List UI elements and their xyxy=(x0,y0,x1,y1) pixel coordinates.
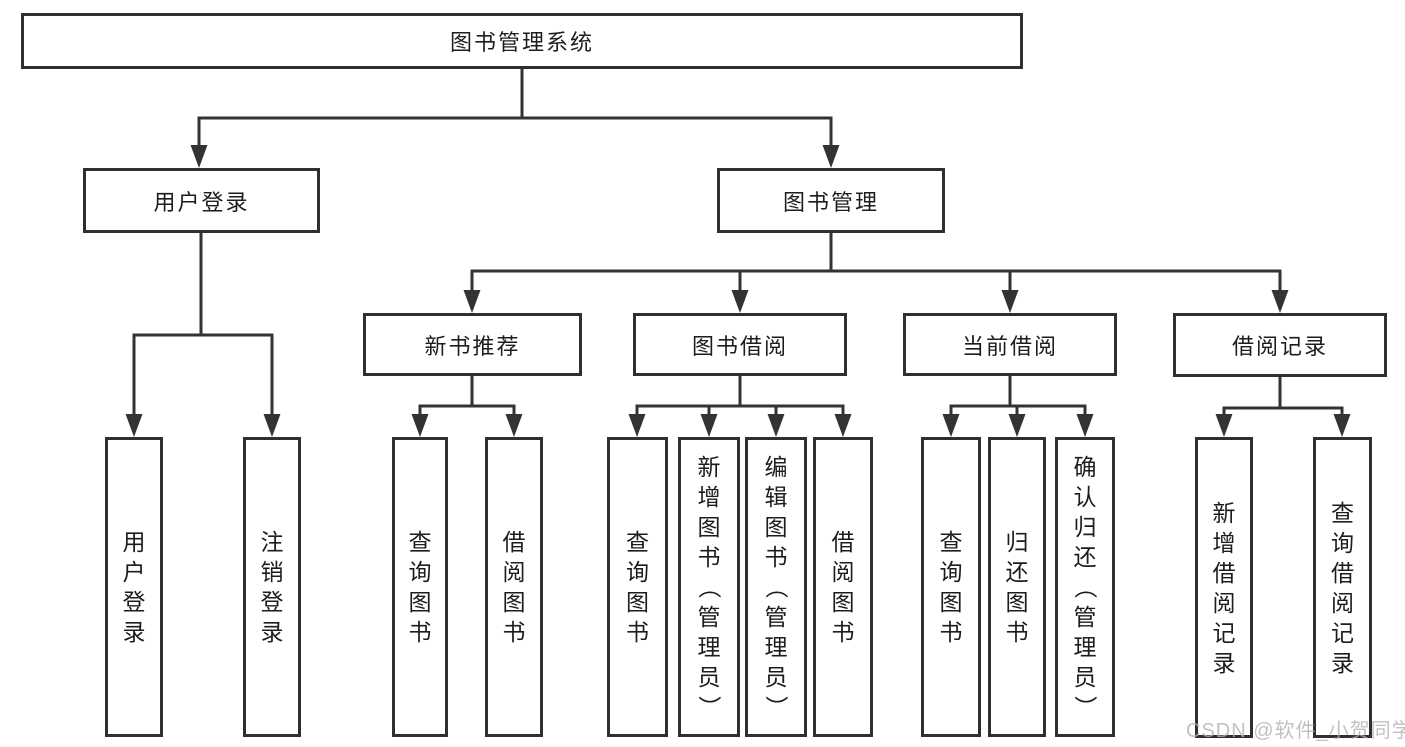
node-label: 图书管理 xyxy=(782,189,879,215)
arrowhead-icon xyxy=(463,290,481,313)
arrowhead-icon xyxy=(125,414,143,437)
node-label: 新增图书（管理员） xyxy=(696,454,722,719)
node-leaf-query-books-b: 查询图书 xyxy=(607,437,668,737)
node-leaf-add-borrow-record: 新增借阅记录 xyxy=(1195,437,1253,738)
node-leaf-add-book-admin: 新增图书（管理员） xyxy=(678,437,740,737)
node-leaf-confirm-return-admin: 确认归还（管理员） xyxy=(1055,437,1115,737)
connector-book-management-to-level3 xyxy=(463,233,1289,313)
node-current-borrowing: 当前借阅 xyxy=(903,313,1117,376)
node-label: 图书借阅 xyxy=(691,333,788,359)
node-user-login: 用户登录 xyxy=(83,168,320,233)
node-leaf-logout: 注销登录 xyxy=(243,437,301,737)
arrowhead-icon xyxy=(731,290,749,313)
node-new-book-recommend: 新书推荐 xyxy=(363,313,582,376)
node-label: 借阅记录 xyxy=(1231,334,1328,359)
connector-book-borrowing-to-leaves xyxy=(628,376,852,437)
node-book-borrowing: 图书借阅 xyxy=(633,313,847,376)
arrowhead-icon xyxy=(1333,414,1351,437)
arrowhead-icon xyxy=(942,414,960,437)
node-label: 编辑图书（管理员） xyxy=(763,454,789,719)
connector-new-book-rec-to-leaves xyxy=(411,376,523,437)
node-label: 借阅图书 xyxy=(502,529,526,645)
arrowhead-icon xyxy=(411,414,429,437)
arrowhead-icon xyxy=(1271,290,1289,313)
arrowhead-icon xyxy=(628,414,646,437)
node-label: 查询图书 xyxy=(408,529,432,645)
node-label: 当前借阅 xyxy=(961,333,1058,359)
arrowhead-icon xyxy=(190,145,208,168)
arrowhead-icon xyxy=(1001,290,1019,313)
arrowhead-icon xyxy=(505,414,523,437)
connector-borrow-records-to-leaves xyxy=(1215,377,1351,437)
arrowhead-icon xyxy=(700,414,718,437)
node-label: 注销登录 xyxy=(260,529,284,645)
node-label: 查询借阅记录 xyxy=(1331,499,1354,676)
arrowhead-icon xyxy=(1076,414,1094,437)
node-leaf-edit-book-admin: 编辑图书（管理员） xyxy=(745,437,807,737)
node-leaf-query-borrow-record: 查询借阅记录 xyxy=(1313,437,1372,738)
node-book-management: 图书管理 xyxy=(717,168,945,233)
watermark: CSDN @软件_小贺同学 xyxy=(1186,720,1405,742)
node-root: 图书管理系统 xyxy=(21,13,1023,69)
arrowhead-icon xyxy=(1008,414,1026,437)
node-label: 新书推荐 xyxy=(424,333,521,359)
node-label: 用户登录 xyxy=(153,189,250,215)
node-label: 查询图书 xyxy=(939,529,963,645)
node-label: 用户登录 xyxy=(122,529,146,645)
node-leaf-return-book: 归还图书 xyxy=(988,437,1046,737)
connector-current-borrowing-to-leaves xyxy=(942,376,1094,437)
connector-root-to-level2 xyxy=(190,69,840,168)
node-leaf-query-books-c: 查询图书 xyxy=(921,437,981,737)
arrowhead-icon xyxy=(1215,414,1233,437)
node-leaf-query-books-a: 查询图书 xyxy=(392,437,448,737)
arrowhead-icon xyxy=(834,414,852,437)
arrowhead-icon xyxy=(822,145,840,168)
node-label: 借阅图书 xyxy=(831,529,855,645)
node-borrowing-records: 借阅记录 xyxy=(1173,313,1387,377)
node-label: 查询图书 xyxy=(626,529,649,645)
arrowhead-icon xyxy=(263,414,281,437)
connector-user-login-to-leaves xyxy=(125,233,281,437)
node-label: 确认归还（管理员） xyxy=(1072,454,1098,719)
node-leaf-user-login: 用户登录 xyxy=(105,437,163,737)
node-label: 新增借阅记录 xyxy=(1212,499,1236,676)
node-leaf-borrow-books-b: 借阅图书 xyxy=(813,437,873,737)
node-leaf-borrow-books-a: 借阅图书 xyxy=(485,437,543,737)
node-label: 图书管理系统 xyxy=(449,30,594,55)
arrowhead-icon xyxy=(767,414,785,437)
node-label: 归还图书 xyxy=(1005,529,1029,645)
